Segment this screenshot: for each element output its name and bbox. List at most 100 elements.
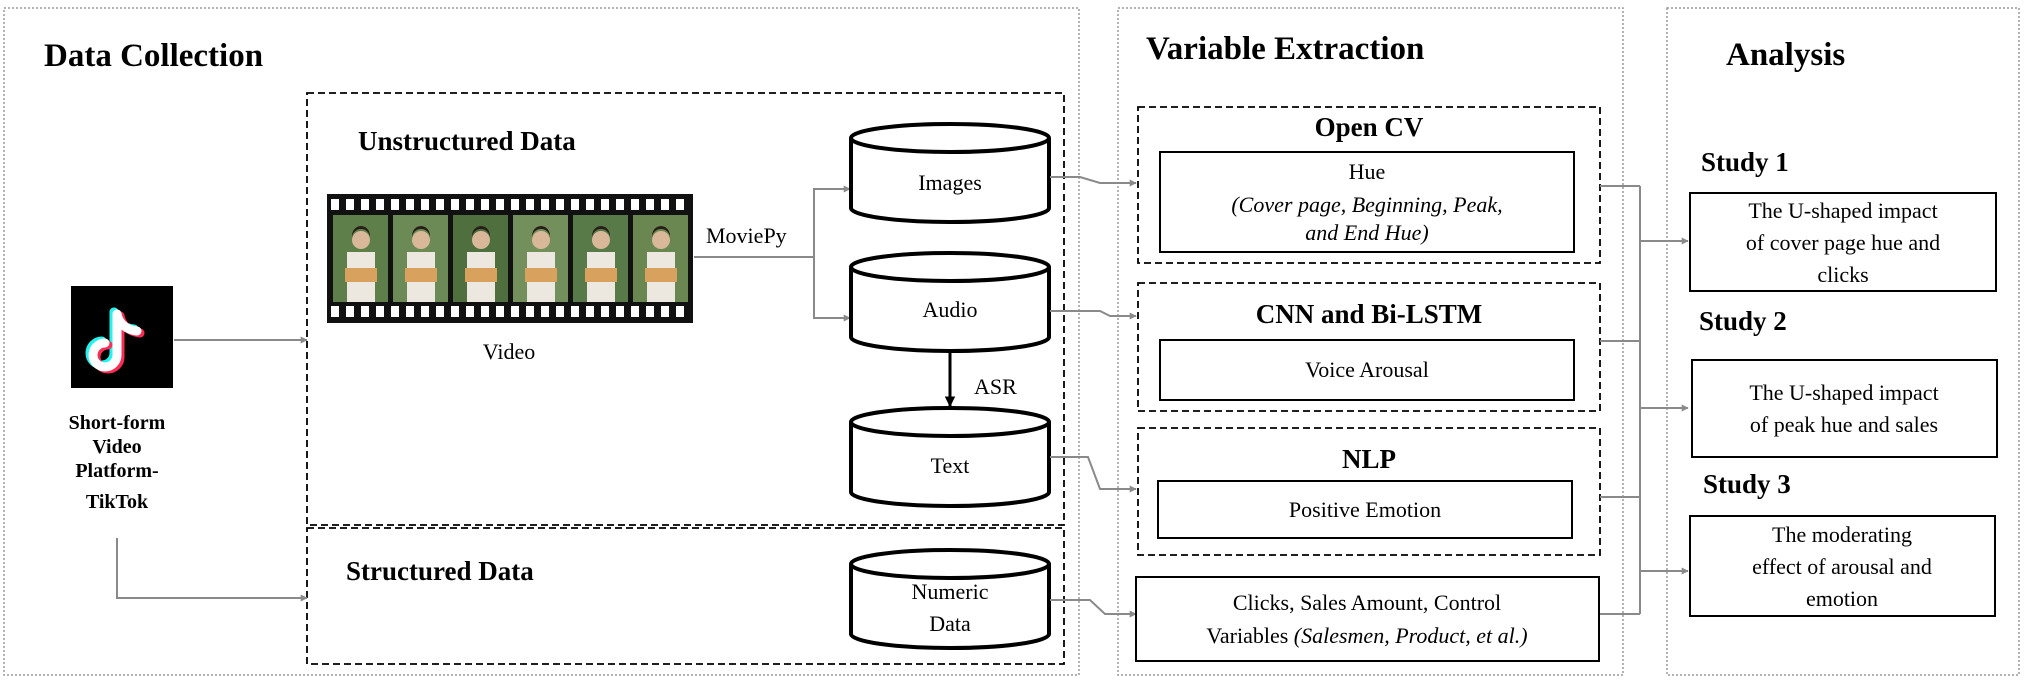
- nlp-group: [1137, 427, 1601, 556]
- sprocket-hole: [586, 199, 594, 210]
- hue-line2: (Cover page, Beginning, Peak,: [1231, 192, 1502, 217]
- sprocket-hole: [661, 199, 669, 210]
- sprocket-hole: [481, 306, 489, 317]
- images-to-opencv-arrow: [1050, 176, 1137, 187]
- sprocket-hole: [436, 306, 444, 317]
- sprocket-hole: [481, 199, 489, 210]
- sprocket-hole: [346, 306, 354, 317]
- study1-line1: The U-shaped impact: [1748, 198, 1937, 223]
- asr-label: ASR: [974, 374, 1017, 399]
- hue-variable-box: [1159, 151, 1575, 253]
- video-frame: [573, 215, 628, 302]
- hue-line1: Hue: [1349, 159, 1386, 184]
- film-sprockets: [331, 199, 684, 317]
- sprocket-hole: [421, 199, 429, 210]
- structured-variables-box: [1135, 576, 1600, 662]
- platform-to-structured-arrow: [116, 538, 308, 602]
- sprocket-hole: [496, 306, 504, 317]
- structured-variables-line1: Clicks, Sales Amount, Control: [1233, 590, 1501, 615]
- text-to-nlp-arrow: [1050, 456, 1137, 493]
- moviepy-to-images-arrow: [813, 185, 851, 257]
- audio-cylinder-label: Audio: [923, 297, 978, 322]
- text-cylinder: [849, 406, 1051, 508]
- sprocket-hole: [586, 306, 594, 317]
- sprocket-hole: [406, 306, 414, 317]
- sprocket-hole: [601, 199, 609, 210]
- sprocket-hole: [421, 306, 429, 317]
- platform-label-line1: Short-form: [69, 412, 166, 434]
- platform-label-line4: TikTok: [86, 491, 149, 513]
- sprocket-hole: [676, 306, 684, 317]
- sprocket-hole: [616, 306, 624, 317]
- study3-box: [1689, 515, 1996, 617]
- sprocket-hole: [391, 199, 399, 210]
- hue-line3: and End Hue): [1305, 220, 1428, 245]
- sprocket-hole: [361, 306, 369, 317]
- sprocket-hole: [496, 199, 504, 210]
- audio-to-cnn-arrow: [1050, 310, 1137, 320]
- structured-variables-line2: Variables (Salesmen, Product, et al.): [1206, 623, 1527, 648]
- sprocket-hole: [376, 199, 384, 210]
- nlp-title: NLP: [1342, 444, 1396, 474]
- unstructured-data-title: Unstructured Data: [358, 126, 576, 156]
- moviepy-to-audio-arrow: [813, 257, 851, 322]
- structured-data-title: Structured Data: [346, 556, 534, 586]
- analysis-connectors: [1600, 185, 1641, 615]
- video-frame: [333, 215, 388, 302]
- numeric-to-structured-vars-arrow: [1050, 599, 1137, 618]
- study3-line3: emotion: [1806, 586, 1878, 611]
- sprocket-hole: [451, 199, 459, 210]
- platform-label-line3: Platform-: [75, 460, 158, 482]
- section-title-analysis: Analysis: [1726, 37, 1845, 73]
- sprocket-hole: [541, 199, 549, 210]
- tiktok-icon: [71, 286, 173, 388]
- study3-line1: The moderating: [1772, 522, 1912, 547]
- platform-label-line2: Video: [92, 436, 141, 458]
- study3-line2: effect of arousal and: [1752, 554, 1932, 579]
- film-frames: [333, 215, 688, 302]
- text-cylinder-label: Text: [931, 453, 970, 478]
- positive-emotion-box: [1157, 480, 1573, 539]
- unstructured-data-box: [306, 92, 1065, 526]
- sprocket-hole: [571, 199, 579, 210]
- sprocket-hole: [511, 199, 519, 210]
- sprocket-hole: [556, 199, 564, 210]
- audio-cylinder: [849, 251, 1051, 353]
- images-cylinder: [849, 122, 1051, 224]
- sprocket-hole: [391, 306, 399, 317]
- sprocket-hole: [601, 306, 609, 317]
- sprocket-hole: [331, 306, 339, 317]
- sprocket-hole: [526, 199, 534, 210]
- sprocket-hole: [541, 306, 549, 317]
- voice-arousal-label: Voice Arousal: [1305, 357, 1429, 382]
- analysis-panel: [1666, 7, 2020, 676]
- variable-extraction-panel: [1117, 7, 1624, 676]
- study1-title: Study 1: [1701, 147, 1789, 177]
- study3-title: Study 3: [1703, 469, 1791, 499]
- cnn-bilstm-group: [1137, 282, 1601, 412]
- video-film-strip: [327, 194, 693, 323]
- sprocket-hole: [346, 199, 354, 210]
- sprocket-hole: [436, 199, 444, 210]
- structured-variables-line2-normal: Variables: [1206, 623, 1293, 648]
- moviepy-label: MoviePy: [706, 223, 787, 248]
- positive-emotion-label: Positive Emotion: [1289, 497, 1441, 522]
- opencv-title: Open CV: [1315, 112, 1424, 142]
- video-frame: [393, 215, 448, 302]
- sprocket-hole: [466, 306, 474, 317]
- sprocket-hole: [406, 199, 414, 210]
- section-title-variable-extraction: Variable Extraction: [1146, 31, 1424, 67]
- images-cylinder-label: Images: [918, 170, 982, 195]
- sprocket-hole: [526, 306, 534, 317]
- numeric-data-cylinder: [849, 548, 1051, 650]
- sprocket-hole: [661, 306, 669, 317]
- sprocket-hole: [616, 199, 624, 210]
- study1-line2: of cover page hue and: [1746, 230, 1940, 255]
- voice-arousal-box: [1159, 339, 1575, 401]
- sprocket-hole: [676, 199, 684, 210]
- video-frame: [633, 215, 688, 302]
- cnn-bilstm-title: CNN and Bi-LSTM: [1256, 299, 1483, 329]
- numeric-data-label-line2: Data: [929, 611, 971, 636]
- sprocket-hole: [646, 306, 654, 317]
- video-frame: [453, 215, 508, 302]
